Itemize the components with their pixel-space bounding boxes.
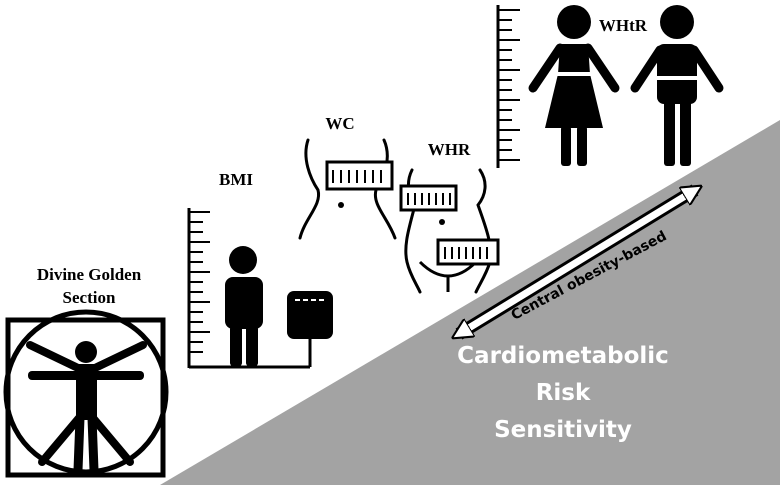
- divine-golden-label: Divine Golden Section: [14, 263, 164, 309]
- risk-line2: Risk: [535, 380, 591, 406]
- man-icon: [630, 5, 724, 166]
- height-ruler-icon: [496, 5, 520, 168]
- whr-label: WHR: [427, 140, 471, 159]
- divine-golden-line2: Section: [62, 288, 116, 307]
- person-on-scale-icon: [187, 208, 333, 369]
- wc-label: WC: [325, 114, 355, 133]
- divine-golden-line1: Divine Golden: [36, 265, 142, 284]
- whtr-label: WHtR: [598, 16, 648, 35]
- vitruvian-man-icon: [3, 309, 169, 478]
- bmi-label: BMI: [219, 170, 253, 189]
- hip-tape-icon: [399, 168, 500, 294]
- waist-tape-icon: [298, 138, 397, 240]
- risk-line3: Sensitivity: [494, 417, 632, 443]
- risk-line1: Cardiometabolic: [457, 343, 669, 369]
- double-arrow-icon: [459, 190, 695, 334]
- risk-sensitivity-label: Cardiometabolic Risk Sensitivity: [448, 338, 678, 449]
- woman-icon: [528, 5, 620, 166]
